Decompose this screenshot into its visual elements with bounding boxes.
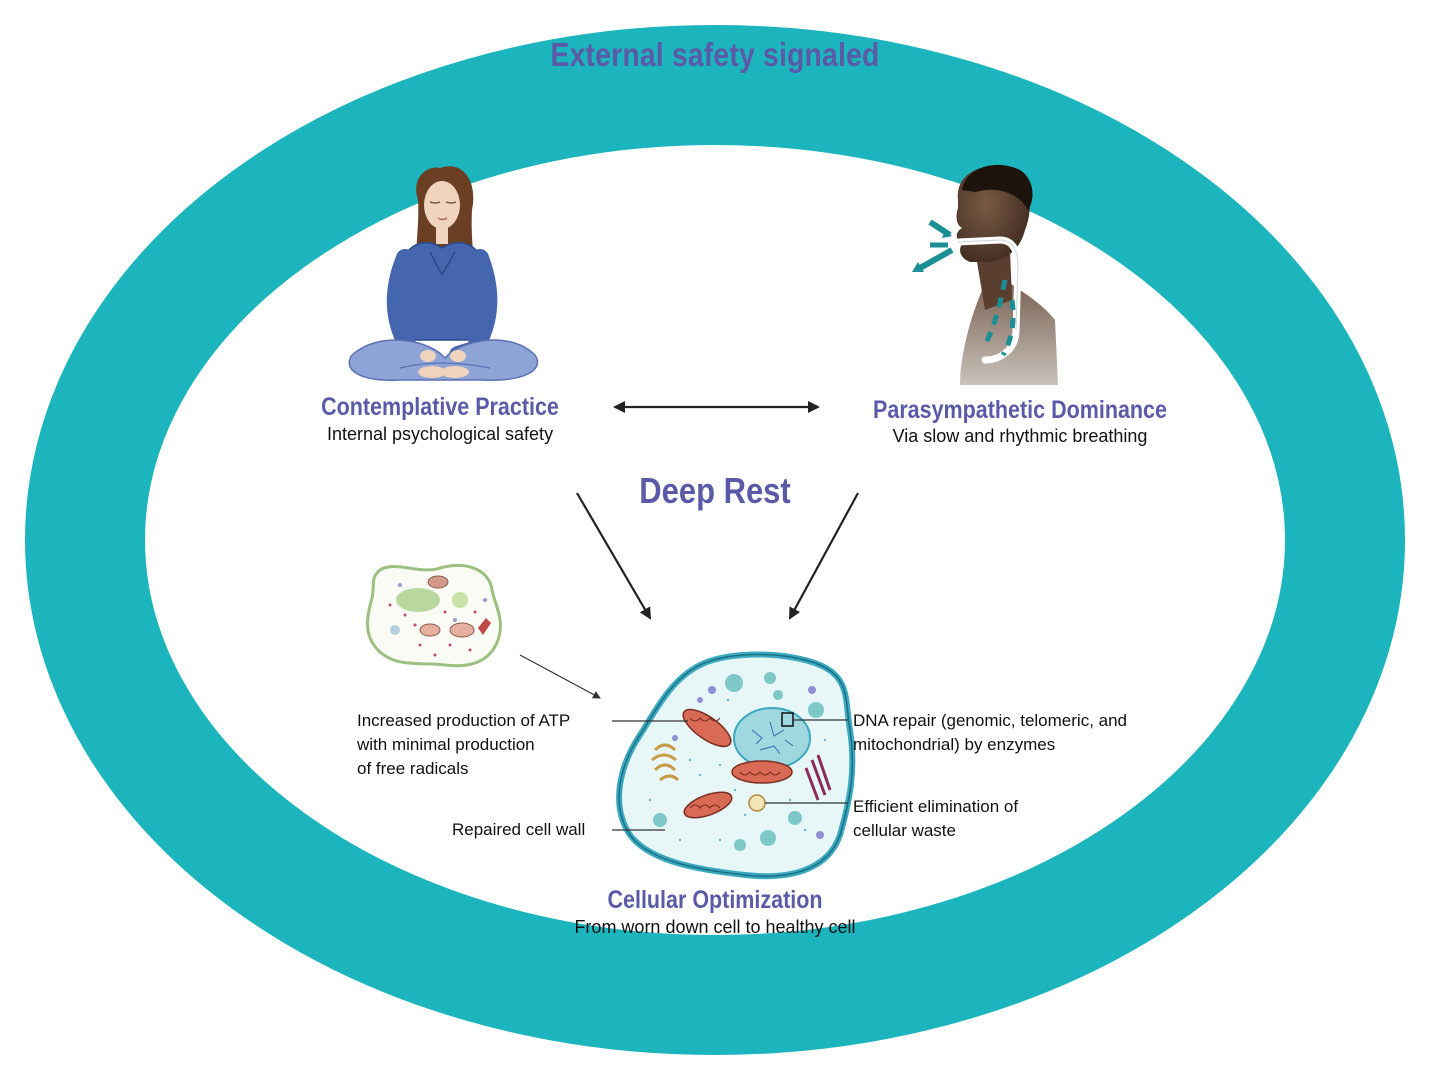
meditating-woman-illustration: [348, 166, 539, 381]
dna-repair-annotation: DNA repair (genomic, telomeric, and mito…: [853, 711, 1128, 754]
contemplative-title: Contemplative Practice: [321, 393, 559, 421]
cellular-subtitle: From worn down cell to healthy cell: [574, 917, 856, 937]
outer-label: External safety signaled: [550, 36, 880, 73]
cell-wall-annotation: Repaired cell wall: [452, 820, 586, 839]
parasympathetic-subtitle: Via slow and rhythmic breathing: [892, 426, 1148, 446]
cellular-title: Cellular Optimization: [607, 886, 823, 914]
contemplative-subtitle: Internal psychological safety: [326, 424, 554, 444]
arrow-contemplative-to-cell: [576, 492, 652, 620]
deep-rest-label: Deep Rest: [639, 470, 791, 511]
outer-ring: [25, 25, 1405, 1055]
healthy-cell-illustration: [616, 651, 856, 880]
arrow-parasympathetic-to-cell: [789, 492, 859, 620]
breathing-man-illustration: [912, 164, 1058, 385]
waste-annotation: Efficient elimination of cellular waste: [853, 797, 1019, 840]
parasympathetic-title: Parasympathetic Dominance: [873, 396, 1167, 424]
atp-annotation: Increased production of ATP with minimal…: [357, 711, 571, 778]
worn-cell-illustration: [366, 563, 502, 668]
arrow-worn-to-healthy: [519, 654, 601, 699]
